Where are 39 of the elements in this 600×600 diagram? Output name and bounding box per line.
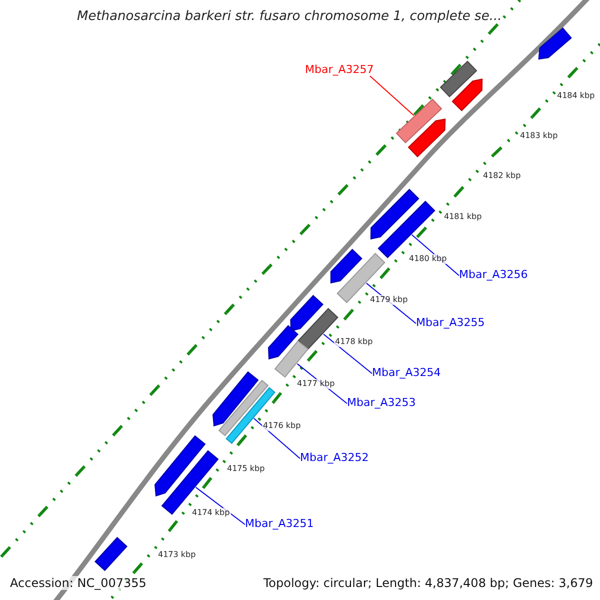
- gene-symbol: [212, 371, 259, 426]
- gene-symbol: [538, 27, 572, 60]
- leader-line: [195, 486, 246, 525]
- gene-label: Mbar_A3254: [372, 367, 441, 378]
- tick-label: 4177 kbp: [296, 379, 336, 389]
- tick-label: 4176 kbp: [262, 421, 302, 431]
- gene-label: Mbar_A3257: [305, 64, 374, 75]
- gene-symbol: [330, 248, 362, 284]
- leader-line: [370, 76, 414, 116]
- gene-symbol: [154, 435, 206, 496]
- leader-line: [253, 418, 300, 459]
- gene-symbol: [408, 118, 446, 158]
- tick-label: 4184 kbp: [556, 91, 596, 101]
- tick-label: 4183 kbp: [519, 131, 559, 141]
- gene-label: Mbar_A3251: [245, 518, 314, 529]
- diagram-title: Methanosarcina barkeri str. fusaro chromosome 1, complete se...: [77, 10, 502, 23]
- gene-symbol: [370, 188, 420, 240]
- gene-label: Mbar_A3255: [416, 317, 485, 328]
- gene-label: Mbar_A3256: [459, 269, 528, 280]
- info-text: Topology: circular; Length: 4,837,408 bp; Genes: 3,679: [262, 576, 594, 590]
- gene-symbol: [290, 294, 324, 332]
- gene-bar: [440, 60, 478, 98]
- gene-symbol: [268, 325, 298, 360]
- gene-bar: [94, 536, 128, 572]
- tick-label: 4179 kbp: [369, 295, 409, 305]
- gene-bar: [396, 98, 442, 144]
- gene-bar: [274, 340, 309, 378]
- tick-label: 4174 kbp: [191, 508, 231, 518]
- gene-label: Mbar_A3253: [347, 397, 416, 408]
- leader-line: [323, 334, 372, 374]
- tick-label: 4173 kbp: [157, 550, 197, 560]
- tick-label: 4181 kbp: [443, 212, 483, 222]
- tick-label: 4180 kbp: [408, 254, 448, 264]
- info-text: Accession: NC_007355: [9, 576, 148, 590]
- tick-label: 4182 kbp: [482, 171, 522, 181]
- tick-label: 4175 kbp: [226, 464, 266, 474]
- gene-label: Mbar_A3252: [300, 452, 369, 463]
- tick-label: 4178 kbp: [334, 337, 374, 347]
- gene-symbol: [452, 78, 483, 112]
